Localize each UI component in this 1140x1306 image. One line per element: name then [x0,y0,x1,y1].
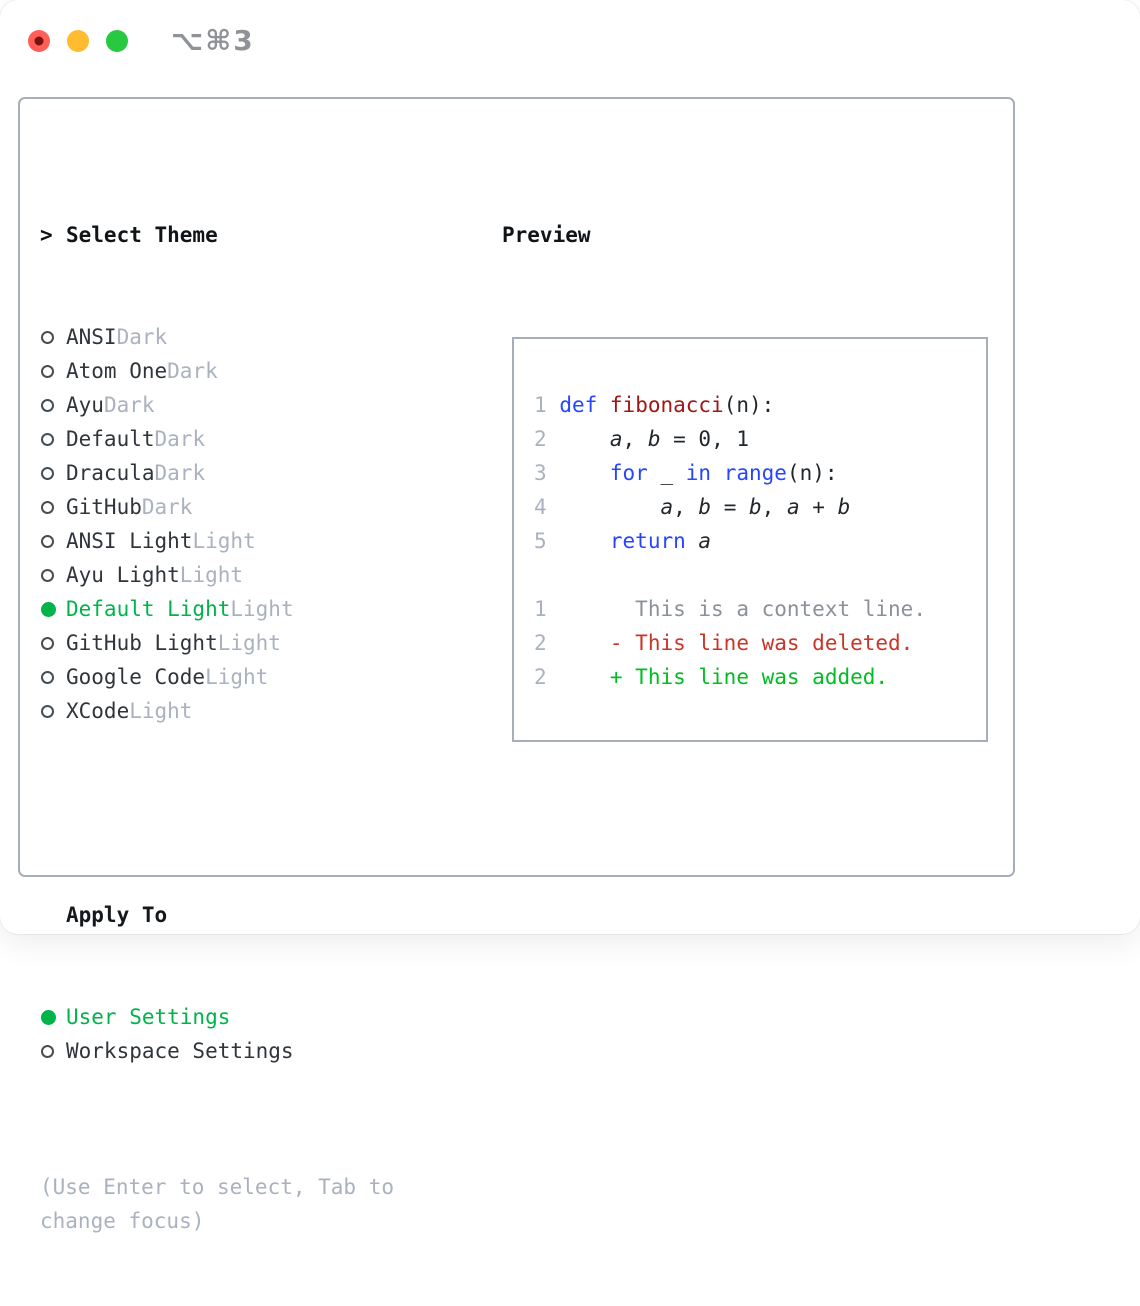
theme-item[interactable]: Atom One Dark [40,354,502,388]
help-text: (Use Enter to select, Tab to change focu… [40,1175,407,1233]
theme-item[interactable]: GitHub Light Light [40,626,502,660]
theme-name: Dracula [66,461,155,485]
select-theme-title: Select Theme [66,223,218,247]
line-number: 1 [534,393,547,417]
radio-icon [41,398,54,412]
theme-variant-tag: Light [129,699,193,723]
theme-variant-tag: Dark [116,325,168,349]
close-button[interactable] [28,29,50,52]
select-theme-header: > Select Theme [40,218,502,252]
theme-variant-tag: Light [192,529,256,553]
theme-item[interactable]: XCode Light [40,694,502,728]
radio-icon [41,704,54,718]
line-number: 2 [534,631,547,655]
selected-radio-icon [41,1009,56,1025]
theme-variant-tag: Light [179,563,244,587]
radio-icon [41,568,54,582]
theme-name: GitHub Light [66,631,218,655]
radio-icon [41,500,54,514]
theme-name: ANSI [66,325,117,349]
theme-name: GitHub [66,495,142,519]
radio-icon [41,636,54,650]
diff-line: 2 + This line was added. [534,665,889,689]
close-button-inner-dot [34,36,44,45]
theme-name: Atom One [66,359,168,383]
diff-line: 2 - This line was deleted. [534,631,914,655]
window-title: ⌥⌘3 [171,24,255,57]
radio-icon [41,466,54,480]
theme-item[interactable]: Google Code Light [40,660,502,694]
theme-item[interactable]: Ayu Dark [40,388,502,422]
preview-title: Preview [502,223,591,247]
theme-name: ANSI Light [66,529,193,553]
theme-variant-tag: Dark [103,393,155,417]
code-line: 3 for _ in range(n): [534,461,838,485]
theme-variant-tag: Dark [154,461,206,485]
blank-line [534,558,986,592]
zoom-button[interactable] [106,29,128,52]
theme-name: Ayu [66,393,104,417]
theme-variant-tag: Dark [154,427,206,451]
theme-item[interactable]: ANSI Light Light [40,524,502,558]
line-number: 2 [534,665,547,689]
prompt-icon: > [40,223,53,247]
code-line: 4 a, b = b, a + b [534,495,851,519]
spacer [40,796,502,830]
theme-name: Google Code [66,665,206,689]
minimize-button[interactable] [67,29,89,52]
radio-icon [41,670,54,684]
theme-variant-tag: Dark [167,359,218,383]
theme-name: Ayu Light [66,563,180,587]
preview-pane: Preview 1 def fibonacci(n): 2 a, b = 0, 1… [502,99,1013,875]
code-preview-box: 1 def fibonacci(n): 2 a, b = 0, 1 3 for _ … [512,337,988,742]
theme-variant-tag: Dark [141,495,193,519]
apply-option[interactable]: Workspace Settings [40,1034,502,1068]
theme-name: Default Light [66,597,231,621]
theme-item[interactable]: GitHub Dark [40,490,502,524]
diff-line: 1 This is a context line. [534,597,926,621]
line-number: 1 [534,597,547,621]
apply-option[interactable]: User Settings [40,1000,502,1034]
titlebar: ⌥⌘3 [28,24,255,57]
radio-icon [41,330,54,344]
radio-icon [41,364,54,378]
traffic-lights [28,29,128,52]
theme-variant-tag: Light [217,631,281,655]
radio-icon [41,1044,54,1058]
code-line: 1 def fibonacci(n): [534,393,775,417]
line-number: 2 [534,427,547,451]
theme-item[interactable]: Dracula Dark [40,456,502,490]
apply-to-header: Apply To [40,898,502,932]
apply-to-title: Apply To [66,903,168,927]
line-number: 4 [534,495,547,519]
theme-name: Default [66,427,155,451]
theme-item[interactable]: ANSI Dark [40,320,502,354]
theme-item[interactable]: Default Light Light [40,592,502,626]
line-number: 3 [534,461,547,485]
apply-option-label: Workspace Settings [66,1039,294,1063]
radio-icon [41,432,54,446]
code-line: 5 return a [534,529,712,553]
theme-variant-tag: Light [230,597,294,621]
selected-radio-icon [41,601,56,617]
theme-item[interactable]: Default Dark [40,422,502,456]
theme-item[interactable]: Ayu Light Light [40,558,502,592]
theme-variant-tag: Light [205,665,269,689]
code-line: 2 a, b = 0, 1 [534,427,750,451]
apply-option-label: User Settings [66,1005,231,1029]
theme-name: XCode [66,699,130,723]
line-number: 5 [534,529,547,553]
radio-icon [41,534,54,548]
